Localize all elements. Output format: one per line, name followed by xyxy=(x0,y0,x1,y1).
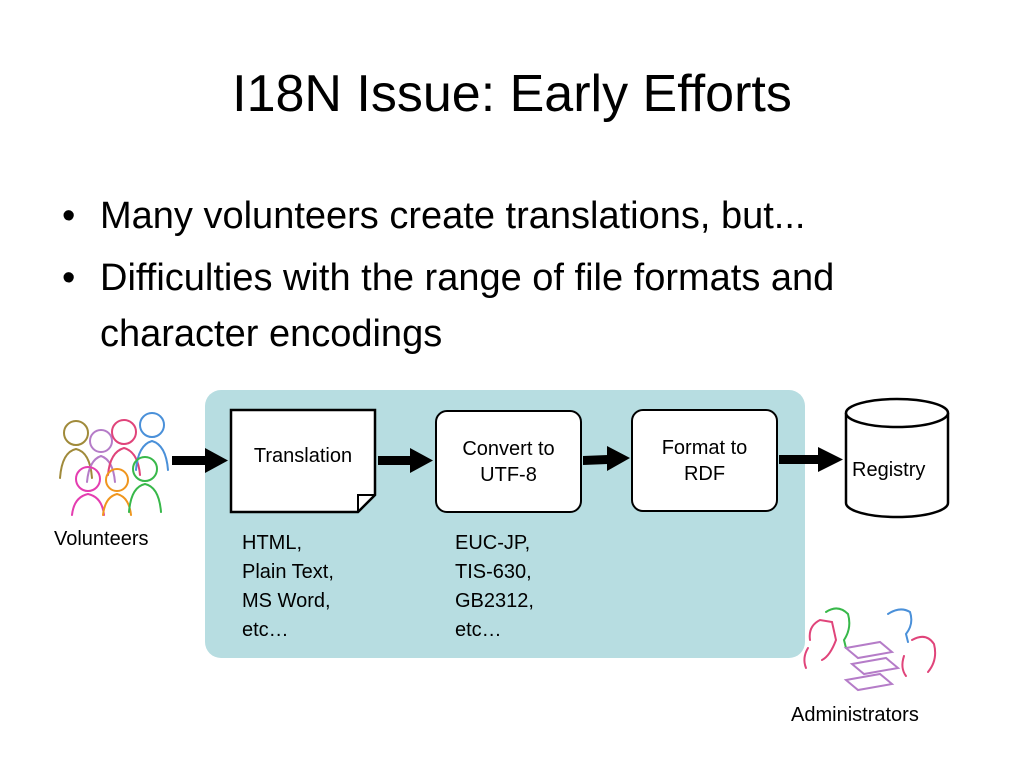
arrow-convert-to-format xyxy=(583,446,630,471)
bullet-marker: • xyxy=(62,195,76,237)
translation-step-label: Translation xyxy=(253,445,353,467)
list-item: Plain Text, xyxy=(242,561,334,583)
translation-document-shape xyxy=(229,408,377,514)
format-rdf-step: Format to RDF xyxy=(631,409,778,512)
bullet-item: • Many volunteers create translations, b… xyxy=(62,188,982,244)
document-fold xyxy=(357,494,375,512)
registry-cylinder xyxy=(844,397,950,519)
volunteers-label: Volunteers xyxy=(54,528,149,550)
administrators-label: Administrators xyxy=(791,704,919,726)
list-item: etc… xyxy=(455,619,502,641)
encoding-list: EUC-JP, TIS-630, GB2312, etc… xyxy=(455,529,534,645)
arrow-format-to-registry xyxy=(779,447,843,472)
format-list: HTML, Plain Text, MS Word, etc… xyxy=(242,529,334,645)
arrow-translation-to-convert xyxy=(378,448,433,473)
format-rdf-label: Format to RDF xyxy=(661,436,748,485)
bullet-list: • Many volunteers create translations, b… xyxy=(62,188,982,368)
bullet-item: • Difficulties with the range of file fo… xyxy=(62,250,982,362)
list-item: MS Word, xyxy=(242,590,331,612)
list-item: HTML, xyxy=(242,532,302,554)
people-group-icon xyxy=(59,412,169,516)
convert-utf8-step: Convert to UTF-8 xyxy=(435,410,582,513)
bullet-marker: • xyxy=(62,257,76,299)
bullet-text: Many volunteers create translations, but… xyxy=(100,195,806,237)
list-item: EUC-JP, xyxy=(455,532,531,554)
admin-group-icon xyxy=(803,607,937,692)
arrow-volunteers-to-translation xyxy=(172,448,228,473)
slide-title: I18N Issue: Early Efforts xyxy=(232,65,792,123)
registry-label: Registry xyxy=(852,459,926,481)
list-item: GB2312, xyxy=(455,590,534,612)
bullet-text: Difficulties with the range of file form… xyxy=(100,257,835,355)
convert-utf8-label: Convert to UTF-8 xyxy=(462,437,555,486)
list-item: etc… xyxy=(242,619,289,641)
list-item: TIS-630, xyxy=(455,561,532,583)
